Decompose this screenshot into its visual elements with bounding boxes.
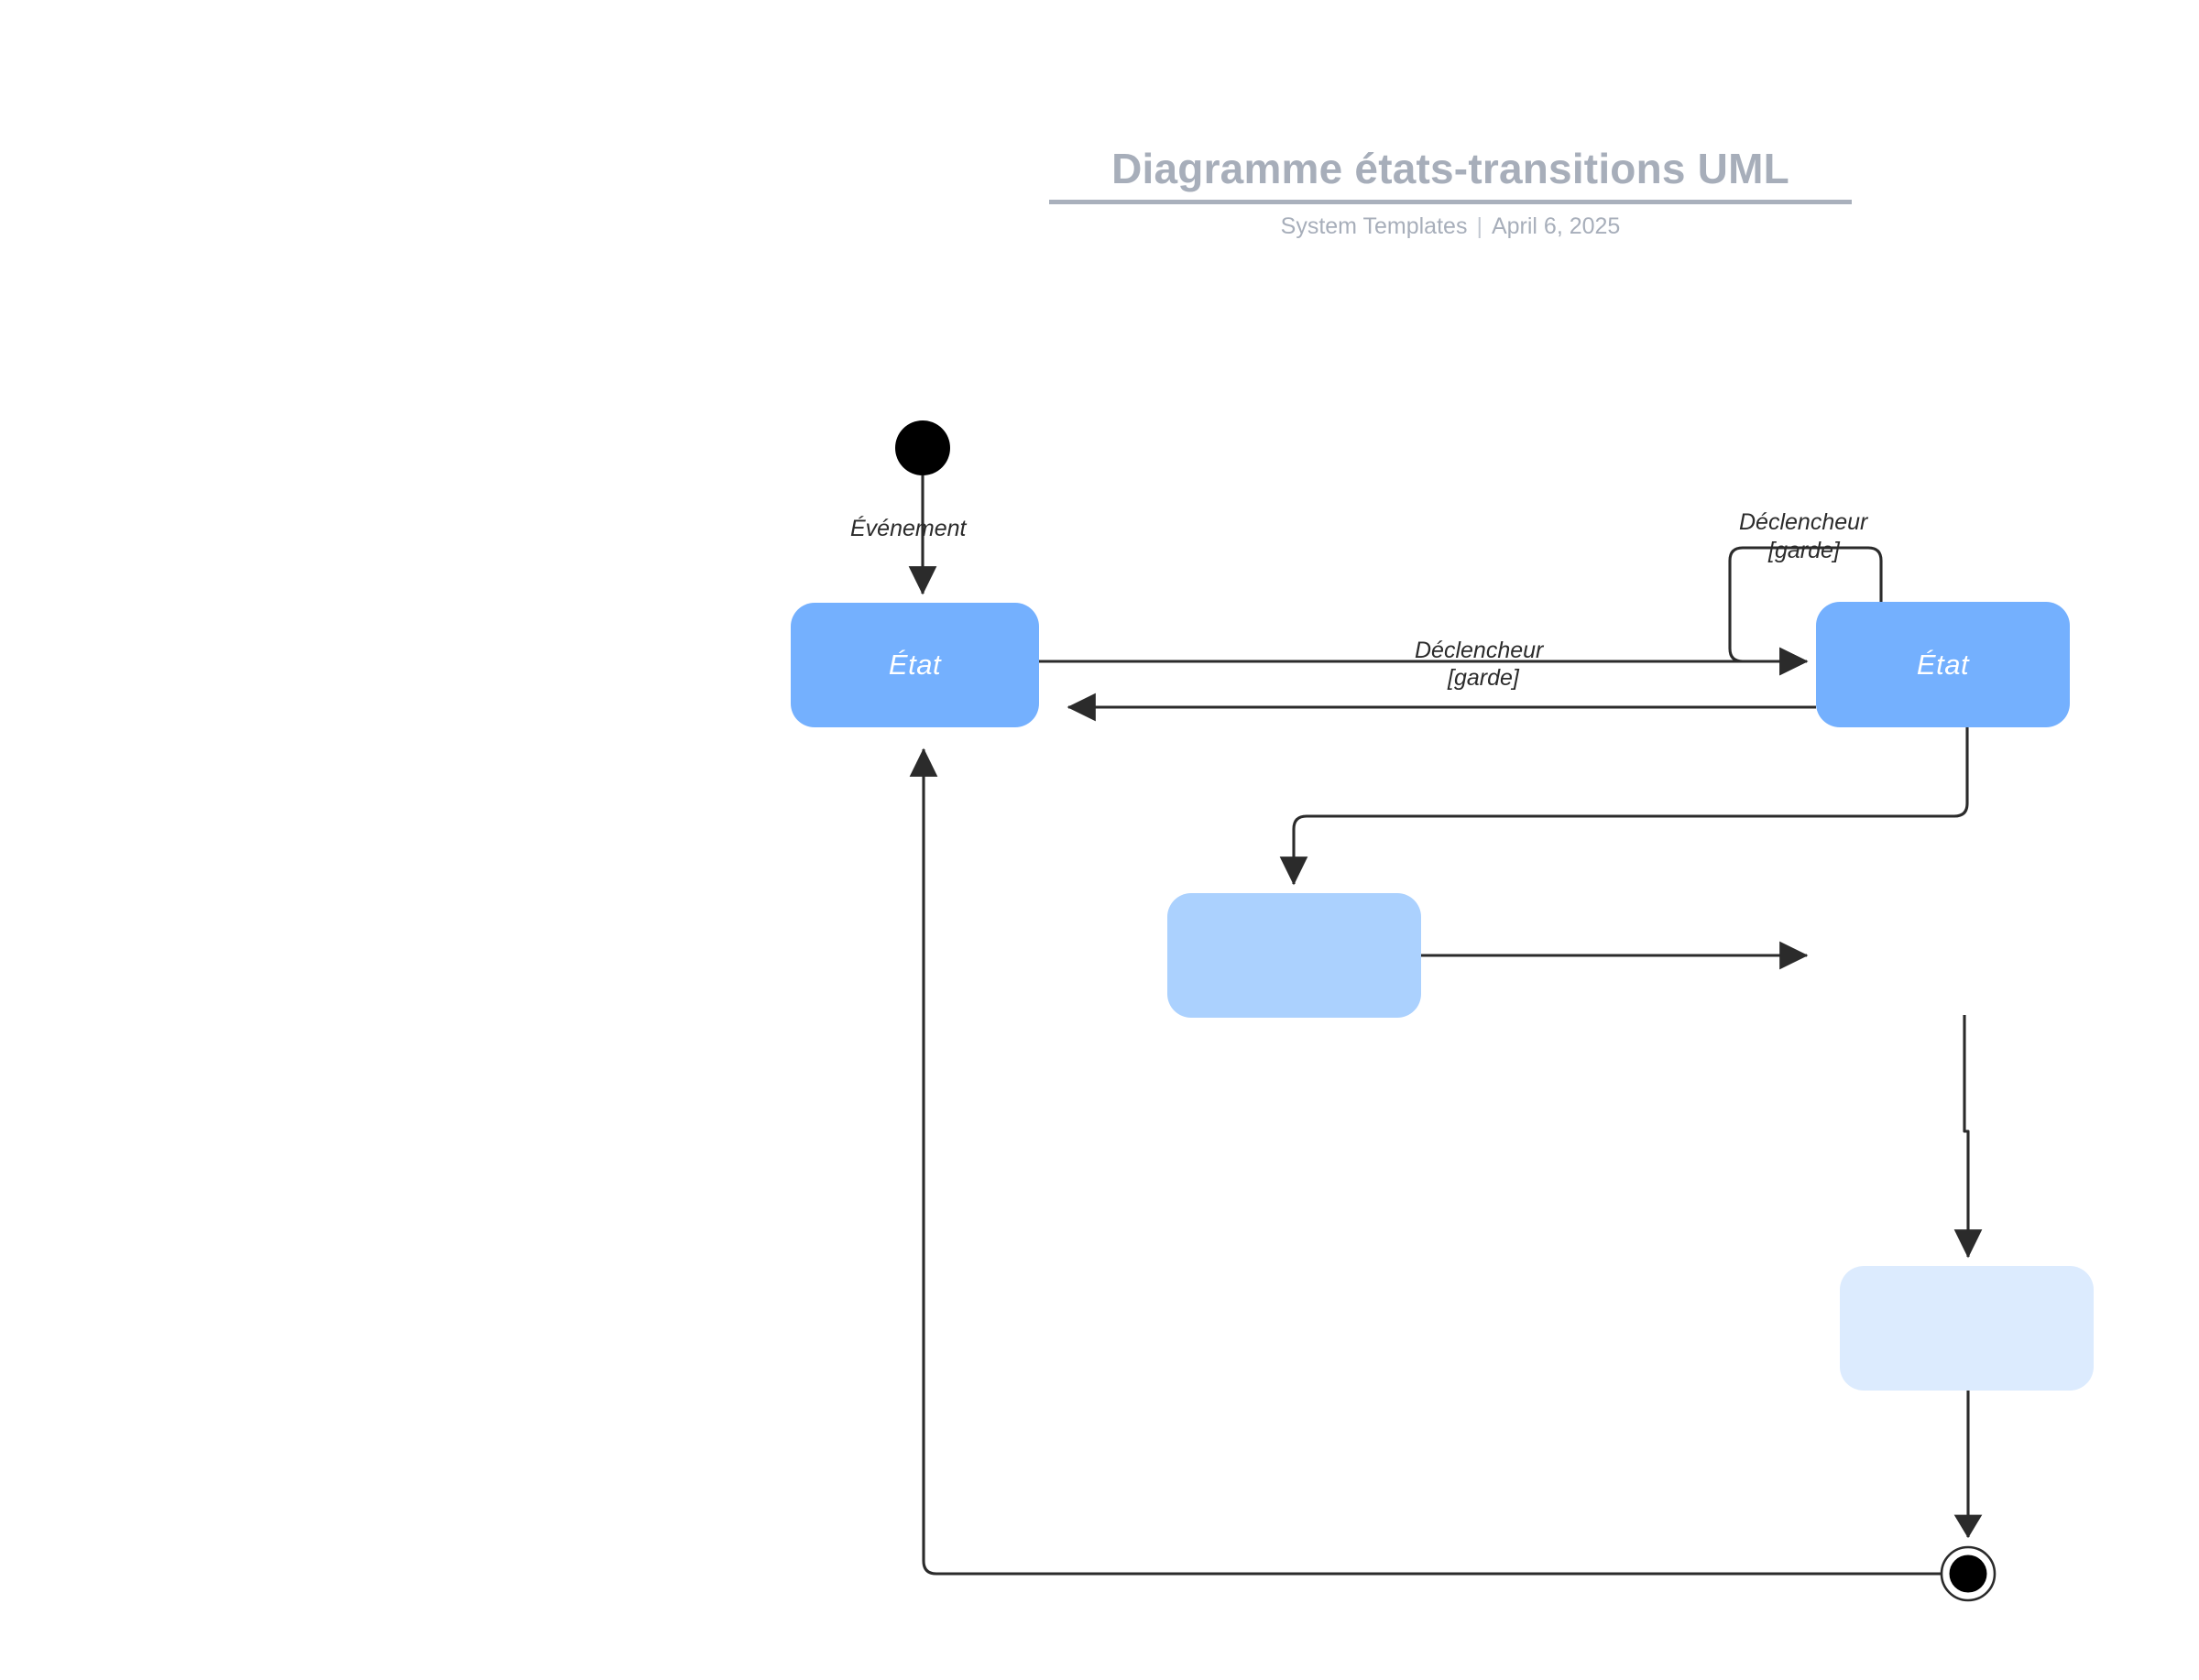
edge-state4-to-state5 [1953, 1015, 1983, 1259]
edge-state2-to-state3 [1279, 727, 1969, 886]
subtitle-source: System Templates [1280, 213, 1468, 239]
edge-final-to-state1 [909, 747, 1941, 1576]
page-title: Diagramme états-transitions UML [1111, 145, 1789, 192]
edge-label-trigger-loop: Déclencheur [1739, 509, 1868, 535]
final-state-node[interactable] [1940, 1545, 1997, 1602]
state-node-3[interactable] [1167, 893, 1421, 1018]
state-node-5[interactable] [1840, 1266, 2094, 1391]
initial-state-node[interactable] [895, 420, 950, 475]
subtitle-date: April 6, 2025 [1491, 213, 1621, 239]
state-node-1[interactable]: État [791, 603, 1039, 727]
state-node-2[interactable]: État [1816, 602, 2070, 727]
edge-label-evenement: Événement [850, 516, 967, 541]
edge-state2-self-loop [1728, 546, 1883, 676]
document-subtitle: System Templates | April 6, 2025 [1049, 213, 1852, 240]
edge-label-guard-1: [garde] [1448, 665, 1519, 691]
state-node-1-label: État [888, 649, 942, 681]
state-node-2-label: État [1916, 648, 1970, 681]
subtitle-separator: | [1476, 213, 1482, 239]
edge-label-trigger-1: Déclencheur [1415, 638, 1544, 663]
title-divider [1049, 200, 1852, 204]
edge-label-guard-loop: [garde] [1768, 538, 1840, 563]
